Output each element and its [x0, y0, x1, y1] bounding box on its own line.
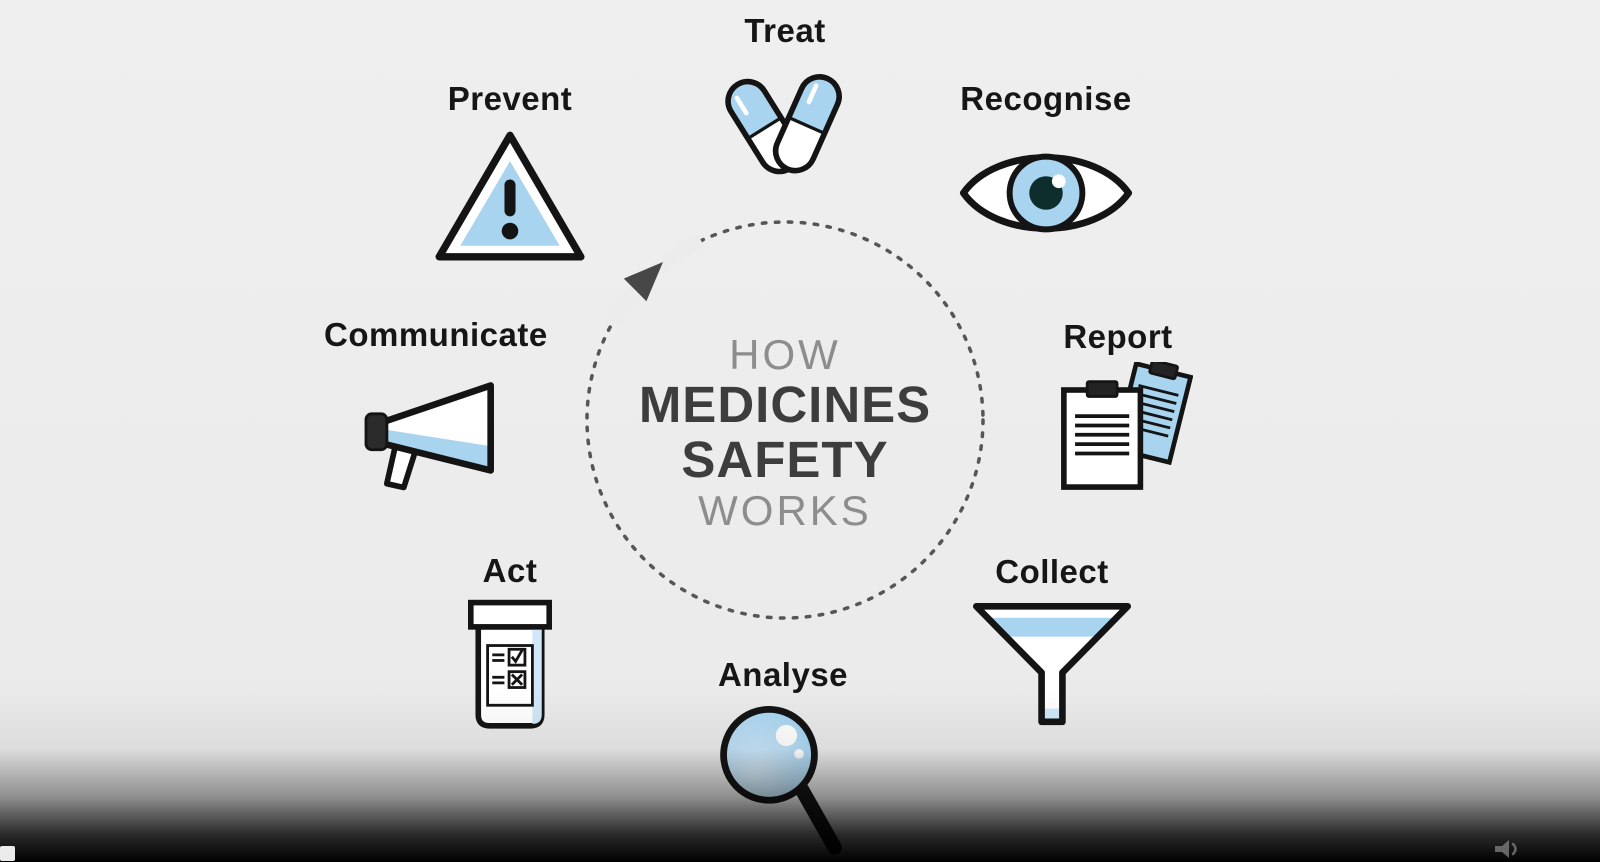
step-report: Report: [1018, 318, 1218, 502]
step-label-analyse: Analyse: [717, 656, 849, 693]
megaphone-icon: [364, 382, 494, 491]
step-label-collect: Collect: [995, 553, 1109, 590]
step-act: Act: [410, 552, 610, 738]
step-label-report: Report: [1063, 318, 1173, 355]
magnifier-icon: [719, 705, 842, 855]
center-title-line-how: HOW: [729, 331, 841, 378]
step-prevent: Prevent: [410, 80, 610, 266]
pill-bottle-icon: [468, 599, 552, 729]
center-title-line-works: WORKS: [698, 486, 872, 534]
step-label-recognise: Recognise: [960, 80, 1132, 117]
cycle-arrowhead-icon: [623, 262, 663, 302]
step-label-act: Act: [482, 552, 538, 589]
step-analyse: Analyse: [683, 656, 883, 856]
step-treat: Treat: [685, 12, 885, 190]
eye-icon: [959, 153, 1133, 233]
step-collect: Collect: [952, 553, 1152, 737]
cycle-dashed-circle: [585, 220, 985, 620]
clipboards-icon: [1061, 362, 1193, 490]
step-label-prevent: Prevent: [447, 80, 573, 117]
step-label-communicate: Communicate: [324, 316, 548, 353]
center-title: HOW MEDICINES SAFETY WORKS: [585, 332, 985, 533]
step-label-treat: Treat: [744, 12, 826, 49]
warning-triangle-icon: [435, 131, 585, 261]
step-recognise: Recognise: [946, 80, 1146, 252]
pills-icon: [725, 74, 842, 175]
funnel-icon: [972, 603, 1132, 726]
center-title-line-safety: SAFETY: [681, 431, 889, 489]
step-communicate: Communicate: [324, 316, 548, 500]
player-logo-mark: [0, 846, 15, 861]
center-title-line-medicines: MEDICINES: [638, 376, 932, 434]
volume-icon[interactable]: [1494, 838, 1524, 860]
